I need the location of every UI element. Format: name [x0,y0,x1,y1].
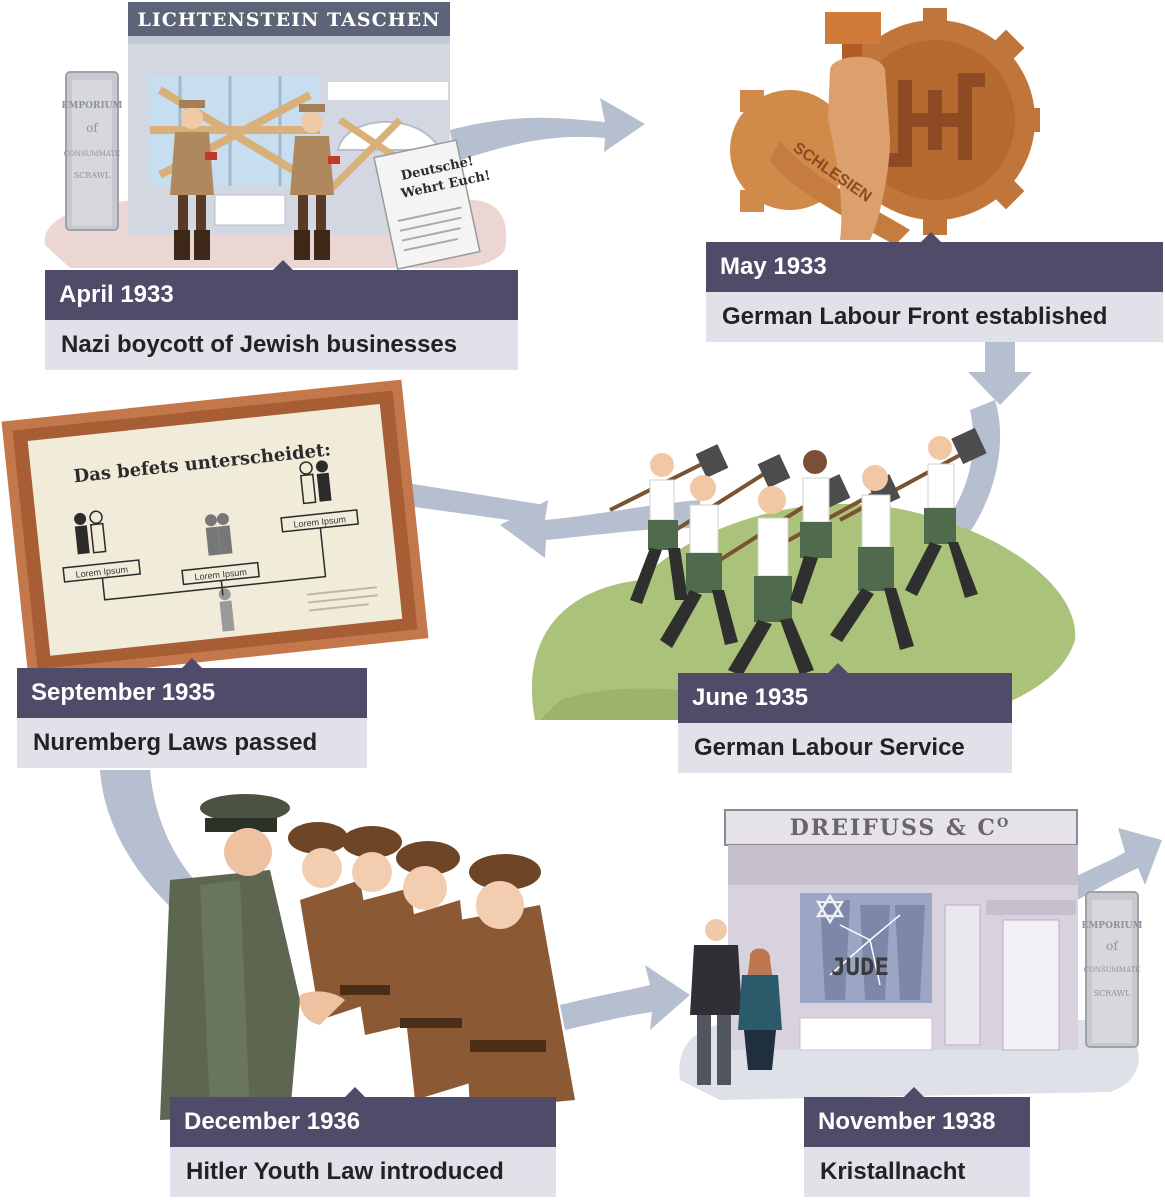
emporium-sign-right-line-3: CONSUMMATE [1084,966,1141,974]
event-april-1933: April 1933 Nazi boycott of Jewish busine… [45,260,518,370]
hitler-youth-illustration [160,794,575,1120]
event-label: Hitler Youth Law introduced [170,1147,556,1197]
emporium-sign-right-line-4: SCRAWL [1094,989,1131,998]
event-date: April 1933 [45,260,518,320]
event-label: Kristallnacht [804,1147,1030,1197]
event-date: November 1938 [804,1087,1030,1147]
emporium-sign-left-line-1: EMPORIUM [62,101,123,111]
emporium-sign-left-line-3: CONSUMMATE [64,150,121,158]
event-june-1935: June 1935 German Labour Service [678,663,1012,773]
event-label: German Labour Front established [706,292,1163,342]
emporium-sign-right-line-2: of [1106,939,1119,953]
shop-sign-dreifuss-text: DREIFUSS & C [790,815,997,841]
event-label: Nuremberg Laws passed [17,718,367,768]
event-label: German Labour Service [678,723,1012,773]
graffiti-text: JUDE [831,953,889,981]
event-date: December 1936 [170,1087,556,1147]
event-december-1936: December 1936 Hitler Youth Law introduce… [170,1087,556,1197]
event-date: June 1935 [678,663,1012,723]
emporium-sign-left: EMPORIUM of CONSUMMATE SCRAWL [62,101,123,180]
kristallnacht-illustration [679,809,1139,1100]
emporium-sign-left-line-2: of [86,121,99,135]
nuremberg-poster-illustration: Das befets unterscheidet: Lorem Ipsum Lo… [1,379,429,681]
emporium-sign-left-line-4: SCRAWL [74,171,111,180]
labour-service-illustration [531,427,1076,720]
shop-sign-dreifuss: DREIFUSS & CO [790,815,1011,841]
event-september-1935: September 1935 Nuremberg Laws passed [17,658,367,768]
event-date: September 1935 [17,658,367,718]
event-may-1933: May 1933 German Labour Front established [706,232,1163,342]
emporium-sign-right: EMPORIUM of CONSUMMATE SCRAWL [1082,921,1143,998]
shop-sign-lichtenstein: LICHTENSTEIN TASCHEN [137,9,440,31]
boycott-illustration [44,2,507,270]
event-november-1938: November 1938 Kristallnacht [804,1087,1030,1197]
emporium-sign-right-line-1: EMPORIUM [1082,921,1143,931]
event-date: May 1933 [706,232,1163,292]
event-label: Nazi boycott of Jewish businesses [45,320,518,370]
labour-front-illustration [730,8,1040,245]
shop-sign-dreifuss-sup: O [997,816,1010,831]
